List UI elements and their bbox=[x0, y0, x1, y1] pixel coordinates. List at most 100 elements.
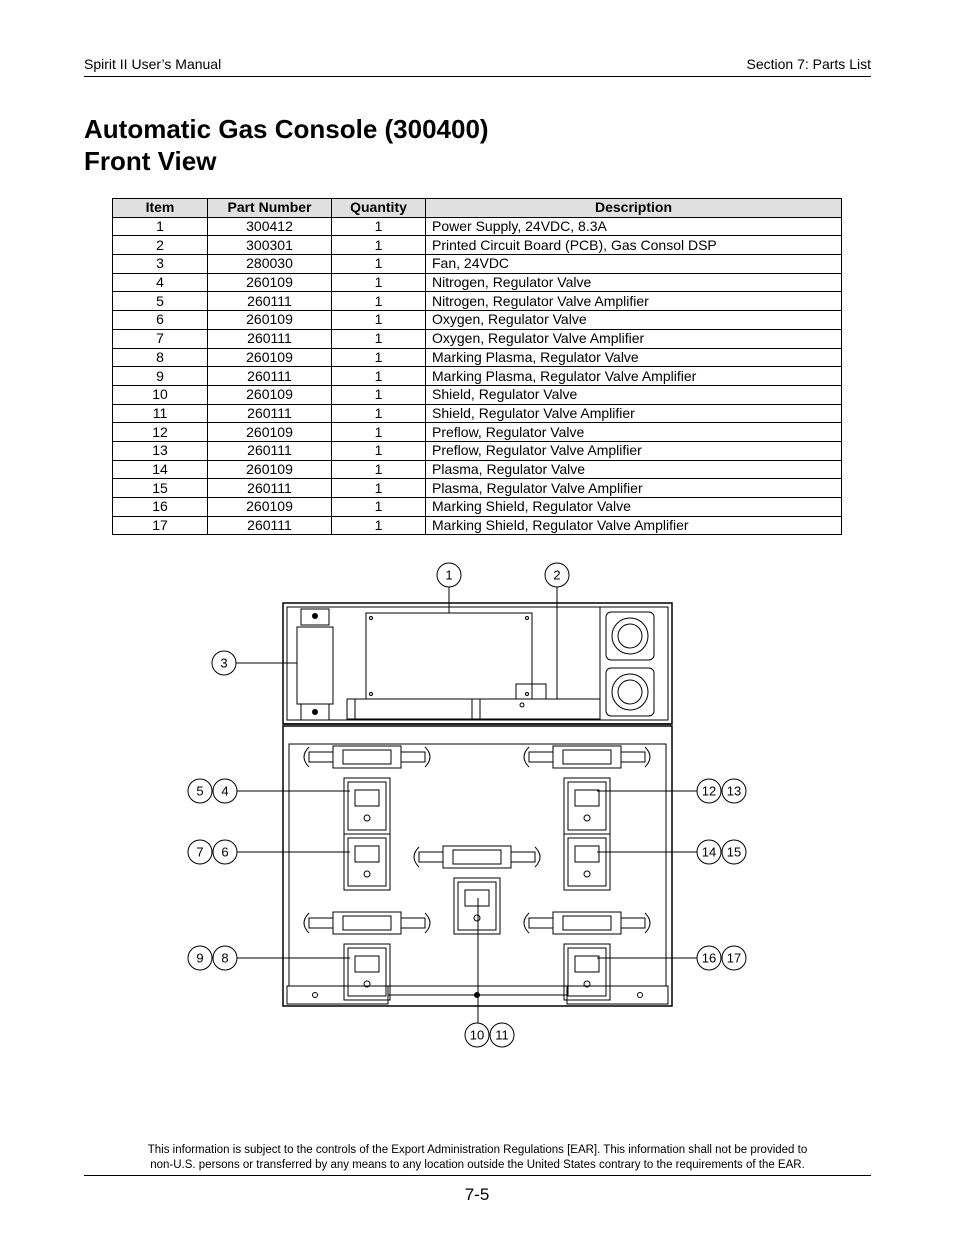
part-number-cell: 260109 bbox=[207, 497, 332, 517]
callout-9: 9 bbox=[187, 945, 213, 971]
page-title-line1: Automatic Gas Console (300400) bbox=[84, 114, 489, 144]
callout-13: 13 bbox=[721, 778, 747, 804]
column-header-quantity: Quantity bbox=[331, 198, 426, 218]
callout-label: 9 bbox=[196, 951, 203, 966]
description-cell: Power Supply, 24VDC, 8.3A bbox=[425, 216, 842, 237]
quantity-cell: 1 bbox=[331, 497, 426, 517]
description-cell: Printed Circuit Board (PCB), Gas Consol … bbox=[425, 235, 842, 256]
callout-10: 10 bbox=[464, 1022, 490, 1048]
page-title-line2: Front View bbox=[84, 146, 217, 176]
description-cell: Preflow, Regulator Valve Amplifier bbox=[425, 440, 842, 461]
page-number: 7-5 bbox=[464, 1185, 490, 1204]
regulator-valve bbox=[343, 943, 391, 1001]
description-cell: Marking Shield, Regulator Valve bbox=[425, 497, 842, 517]
description-cell: Shield, Regulator Valve bbox=[425, 384, 842, 405]
item-cell: 1 bbox=[112, 216, 208, 237]
quantity-cell: 1 bbox=[331, 291, 426, 312]
manifold-block bbox=[303, 745, 431, 769]
description-cell: Shield, Regulator Valve Amplifier bbox=[425, 403, 842, 424]
manual-title: Spirit II User’s Manual bbox=[84, 56, 222, 72]
item-cell: 8 bbox=[112, 347, 208, 368]
footer-divider bbox=[84, 1175, 871, 1176]
callout-label: 1 bbox=[445, 568, 452, 583]
callout-1: 1 bbox=[436, 562, 462, 588]
callout-7: 7 bbox=[187, 839, 213, 865]
callout-4: 4 bbox=[212, 778, 238, 804]
callout-5: 5 bbox=[187, 778, 213, 804]
connector-panel bbox=[599, 607, 655, 720]
callout-17: 17 bbox=[721, 945, 747, 971]
part-number-cell: 260109 bbox=[207, 422, 332, 442]
part-number-cell: 280030 bbox=[207, 254, 332, 274]
quantity-cell: 1 bbox=[331, 254, 426, 274]
regulator-valve bbox=[563, 943, 611, 1001]
description-cell: Plasma, Regulator Valve bbox=[425, 459, 842, 480]
description-cell: Nitrogen, Regulator Valve Amplifier bbox=[425, 291, 842, 312]
callout-label: 3 bbox=[220, 656, 227, 671]
callout-label: 5 bbox=[196, 784, 203, 799]
export-notice-line1: This information is subject to the contr… bbox=[147, 1144, 808, 1156]
callout-3: 3 bbox=[211, 650, 237, 676]
item-cell: 12 bbox=[112, 422, 208, 442]
callout-14: 14 bbox=[696, 839, 722, 865]
column-header-item: Item bbox=[112, 198, 208, 218]
part-number-cell: 260109 bbox=[207, 310, 332, 330]
quantity-cell: 1 bbox=[331, 216, 426, 237]
description-cell: Oxygen, Regulator Valve Amplifier bbox=[425, 328, 842, 349]
quantity-cell: 1 bbox=[331, 403, 426, 424]
power-supply bbox=[365, 612, 547, 700]
item-cell: 5 bbox=[112, 291, 208, 312]
part-number-cell: 260109 bbox=[207, 347, 332, 368]
callout-12: 12 bbox=[696, 778, 722, 804]
page-header: Spirit II User’s Manual Section 7: Parts… bbox=[84, 56, 871, 77]
part-number-cell: 260109 bbox=[207, 272, 332, 293]
regulator-valves bbox=[303, 745, 651, 1001]
item-cell: 14 bbox=[112, 459, 208, 480]
callout-leaders bbox=[236, 587, 697, 1023]
callout-6: 6 bbox=[212, 839, 238, 865]
part-number-cell: 260111 bbox=[207, 403, 332, 424]
regulator-valve bbox=[563, 777, 611, 835]
callout-label: 17 bbox=[727, 951, 741, 966]
description-cell: Plasma, Regulator Valve Amplifier bbox=[425, 478, 842, 498]
column-header-part-number: Part Number bbox=[207, 198, 332, 218]
item-cell: 9 bbox=[112, 366, 208, 386]
quantity-cell: 1 bbox=[331, 328, 426, 349]
part-number-cell: 300301 bbox=[207, 235, 332, 256]
quantity-cell: 1 bbox=[331, 235, 426, 256]
item-cell: 11 bbox=[112, 403, 208, 424]
quantity-cell: 1 bbox=[331, 310, 426, 330]
callout-label: 4 bbox=[221, 784, 228, 799]
quantity-cell: 1 bbox=[331, 440, 426, 461]
quantity-cell: 1 bbox=[331, 384, 426, 405]
callout-label: 7 bbox=[196, 845, 203, 860]
export-notice-line2: non-U.S. persons or transferred by any m… bbox=[150, 1159, 805, 1171]
description-cell: Fan, 24VDC bbox=[425, 254, 842, 274]
description-cell: Nitrogen, Regulator Valve bbox=[425, 272, 842, 293]
callout-8: 8 bbox=[212, 945, 238, 971]
part-number-cell: 260109 bbox=[207, 459, 332, 480]
manifold-block bbox=[523, 745, 651, 769]
description-cell: Preflow, Regulator Valve bbox=[425, 422, 842, 442]
section-title: Section 7: Parts List bbox=[746, 56, 871, 72]
part-number-cell: 260111 bbox=[207, 515, 332, 536]
callout-15: 15 bbox=[721, 839, 747, 865]
part-number-cell: 260111 bbox=[207, 366, 332, 386]
quantity-cell: 1 bbox=[331, 272, 426, 293]
callout-label: 14 bbox=[702, 845, 716, 860]
quantity-cell: 1 bbox=[331, 422, 426, 442]
item-cell: 13 bbox=[112, 440, 208, 461]
